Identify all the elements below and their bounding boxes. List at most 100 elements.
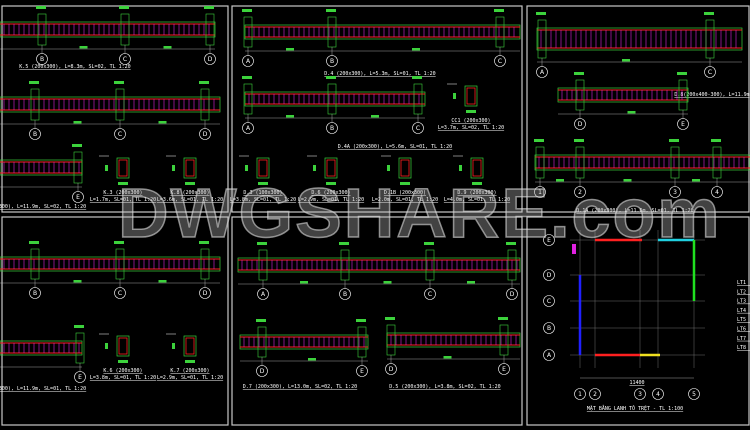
beam-outline [0,21,216,38]
axis-bubble: D [506,288,518,300]
axis-circle [114,287,126,299]
dimension-tag [459,165,462,171]
dimension-tag [313,165,316,171]
axis-bubble: C [424,288,436,300]
axis-label: E [681,121,685,128]
axis-bubble: 2 [574,186,586,198]
axis-bubble: C [704,66,716,78]
axis-circle [589,388,601,400]
axis-circle [634,388,646,400]
axis-label: A [540,69,545,76]
section-stirrup [472,159,482,177]
section-title: D.6 (200x300) [311,190,350,196]
beam-elevation [0,6,216,54]
axis-circle [652,388,664,400]
dimension-tag [29,241,39,244]
column-stub [115,248,125,280]
axis-circle [29,287,41,299]
axis-label: C [118,290,122,297]
beam-outline [536,27,743,51]
axis-bubble: 1 [574,388,586,400]
axis-label: D [260,368,265,375]
axis-circle [543,349,555,361]
axis-circle [543,322,555,334]
dimension-tag [163,46,172,49]
beam-outline [244,24,521,40]
axis-circle [257,288,269,300]
axis-bubble: 3 [669,186,681,198]
dimension-tag [118,182,128,185]
axis-label: C [428,291,432,298]
axis-circle [498,363,510,375]
section-stirrup [466,87,476,105]
dimension-tag [627,111,636,114]
axis-label: E [360,368,364,375]
axis-circle [704,66,716,78]
beam-elevation [242,76,426,123]
column-stub [205,13,215,46]
beam-elevation [557,72,689,119]
dimension-tag [172,165,175,171]
column-stub [705,19,715,59]
dimension-tag [36,6,46,9]
column-stub [30,88,40,121]
axis-label: D [203,131,208,138]
dimension-tag [258,182,268,185]
axis-bubble: E [356,365,368,377]
axis-bubble: E [543,234,555,246]
column-stub [200,248,210,280]
axis-bubble: C [114,128,126,140]
dimension-tag [472,182,482,185]
axis-bubble: 5 [688,388,700,400]
axis-circle [114,128,126,140]
axis-circle [356,365,368,377]
axis-circle [242,122,254,134]
section-subtitle: L=3.6m, SL=01, TL 1:20 [157,197,223,203]
axis-bubble: E [677,118,689,130]
axis-circle [326,55,338,67]
column-stub [120,13,130,46]
axis-circle [29,128,41,140]
beam-title: D.4A (200x300), L=5.6m, SL=01, TL 1:20 [338,144,452,150]
dimension-tag [677,72,687,75]
axis-bubble: D [199,287,211,299]
dimension-tag [73,280,82,283]
axis-label: B [330,125,334,132]
axis-bubble: A [242,122,254,134]
axis-bubble: B [36,53,48,65]
dimension-tag [257,242,267,245]
dimension-tag [385,317,395,320]
axis-circle [543,295,555,307]
axis-label: 3 [673,189,677,196]
axis-label: A [246,125,251,132]
dimension-tag [105,343,108,349]
axis-circle [543,234,555,246]
axis-circle [119,53,131,65]
dimension-tag [556,179,564,182]
axis-circle [536,66,548,78]
beam-outline [244,91,426,107]
dimension-tag [158,280,167,283]
beam-section [99,155,130,185]
axis-bubble: A [543,349,555,361]
axis-bubble: D [385,363,397,375]
legend-item: LT1 (200x300) [737,280,750,286]
legend-item: LT3 (200x300) [737,299,750,305]
dimension-tag [534,139,544,142]
axis-bubble: E [74,371,86,383]
dimension-tag [623,179,632,182]
section-outline [116,335,130,357]
dimension-tag [326,182,336,185]
dimension-tag [711,139,721,142]
axis-circle [506,288,518,300]
dimension-tag [114,81,124,84]
section-outline [116,157,130,179]
dimension-tag [400,182,410,185]
axis-circle [199,128,211,140]
axis-bubble: D [256,365,268,377]
dimension-tag [242,9,252,12]
axis-label: D [578,121,583,128]
dimension-tag [300,281,308,284]
